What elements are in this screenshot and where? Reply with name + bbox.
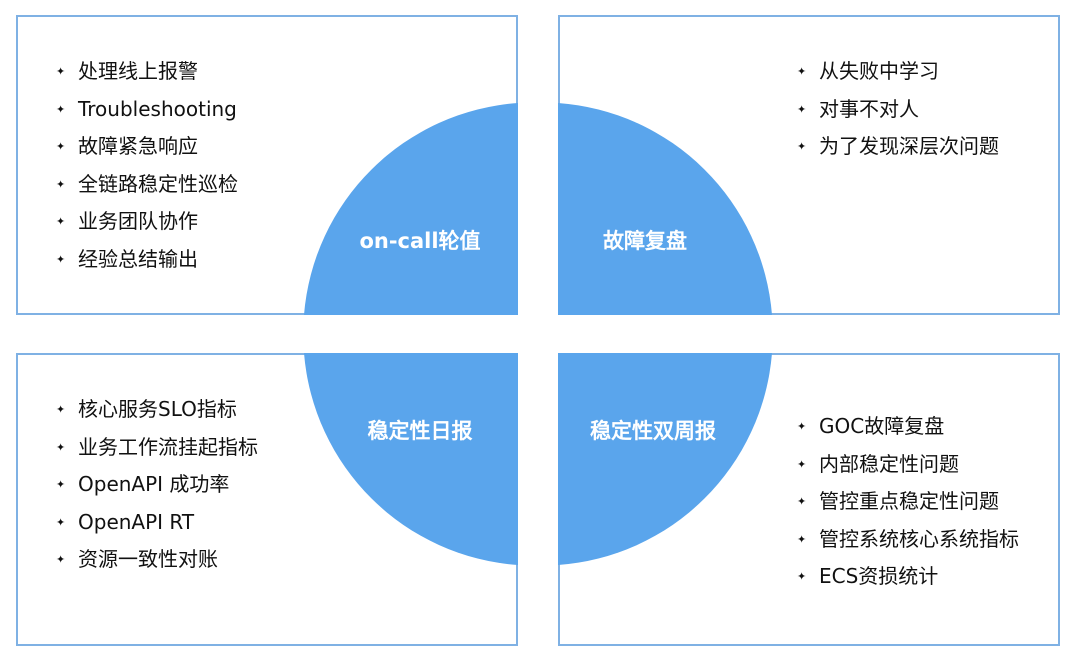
quadrant-label-biweekly-report: 稳定性双周报 [590,419,716,443]
bullet-dot-icon: ✦ [56,65,66,78]
bullet-item: ✦ 业务工作流挂起指标 [56,429,258,467]
bullet-list-top-right: ✦ 从失败中学习 ✦ 对事不对人 ✦ 为了发现深层次问题 [797,53,999,166]
bullet-dot-icon: ✦ [797,495,807,508]
bullet-text: GOC故障复盘 [819,414,945,438]
bullet-dot-icon: ✦ [56,102,66,116]
bullet-item: ✦ 处理线上报警 [56,53,238,91]
bullet-text: 全链路稳定性巡检 [78,171,238,196]
bullet-text: 经验总结输出 [78,246,198,271]
bullet-text: ECS资损统计 [819,564,939,588]
bullet-item: ✦ 核心服务SLO指标 [56,391,258,429]
bullet-item: ✦ ECS资损统计 [797,558,1019,596]
quadrant-label-postmortem: 故障复盘 [603,229,687,253]
bullet-dot-icon: ✦ [797,140,807,153]
bullet-item: ✦ Troubleshooting [56,91,238,129]
bullet-dot-icon: ✦ [797,420,807,433]
bullet-text: 资源一致性对账 [78,547,218,571]
quadrant-label-oncall: on-call轮值 [359,229,481,253]
bullet-text: OpenAPI RT [78,509,195,534]
bullet-dot-icon: ✦ [56,215,66,228]
bullet-text: 核心服务SLO指标 [78,397,237,421]
bullet-list-bottom-right: ✦ GOC故障复盘 ✦ 内部稳定性问题 ✦ 管控重点稳定性问题 ✦ 管控系统核心系统指标 ✦ EC… [797,408,1019,596]
bullet-item: ✦ 经验总结输出 [56,241,238,279]
bullet-text: 故障紧急响应 [78,134,198,158]
bullet-item: ✦ 业务团队协作 [56,203,238,241]
bullet-dot-icon: ✦ [56,403,66,416]
bullet-text: 内部稳定性问题 [819,451,959,476]
bullet-dot-icon: ✦ [797,457,807,471]
bullet-item: ✦ GOC故障复盘 [797,408,1019,446]
bullet-item: ✦ 为了发现深层次问题 [797,128,999,166]
bullet-text: 业务团队协作 [78,209,198,233]
bullet-text: 处理线上报警 [78,59,198,83]
bullet-dot-icon: ✦ [56,252,66,266]
bullet-item: ✦ OpenAPI RT [56,504,258,542]
bullet-text: 从失败中学习 [819,59,939,83]
bullet-dot-icon: ✦ [797,532,807,546]
bullet-item: ✦ 从失败中学习 [797,53,999,91]
bullet-dot-icon: ✦ [56,140,66,153]
bullet-item: ✦ 故障紧急响应 [56,128,238,166]
bullet-dot-icon: ✦ [56,440,66,454]
bullet-item: ✦ 管控重点稳定性问题 [797,483,1019,521]
bullet-item: ✦ 内部稳定性问题 [797,446,1019,484]
bullet-dot-icon: ✦ [56,177,66,191]
bullet-list-bottom-left: ✦ 核心服务SLO指标 ✦ 业务工作流挂起指标 ✦ OpenAPI 成功率 ✦ OpenAPI… [56,391,258,579]
bullet-dot-icon: ✦ [797,570,807,583]
bullet-item: ✦ 管控系统核心系统指标 [797,521,1019,559]
bullet-item: ✦ 全链路稳定性巡检 [56,166,238,204]
bullet-text: 对事不对人 [819,96,919,121]
bullet-dot-icon: ✦ [56,553,66,566]
bullet-dot-icon: ✦ [56,515,66,529]
bullet-list-top-left: ✦处理线上报警✦Troubleshooting✦故障紧急响应✦全链路稳定性巡检✦… [56,53,238,278]
bullet-text: OpenAPI 成功率 [78,472,230,496]
bullet-item: ✦ OpenAPI 成功率 [56,466,258,504]
bullet-item: ✦ 资源一致性对账 [56,541,258,579]
quadrant-label-daily-report: 稳定性日报 [367,419,473,443]
bullet-text: 管控重点稳定性问题 [819,489,999,513]
bullet-item: ✦ 对事不对人 [797,91,999,129]
bullet-dot-icon: ✦ [797,65,807,78]
bullet-dot-icon: ✦ [797,102,807,116]
bullet-text: 业务工作流挂起指标 [78,434,258,459]
bullet-text: 管控系统核心系统指标 [819,526,1019,551]
bullet-dot-icon: ✦ [56,478,66,491]
bullet-text: Troubleshooting [78,96,237,121]
bullet-text: 为了发现深层次问题 [819,134,999,158]
